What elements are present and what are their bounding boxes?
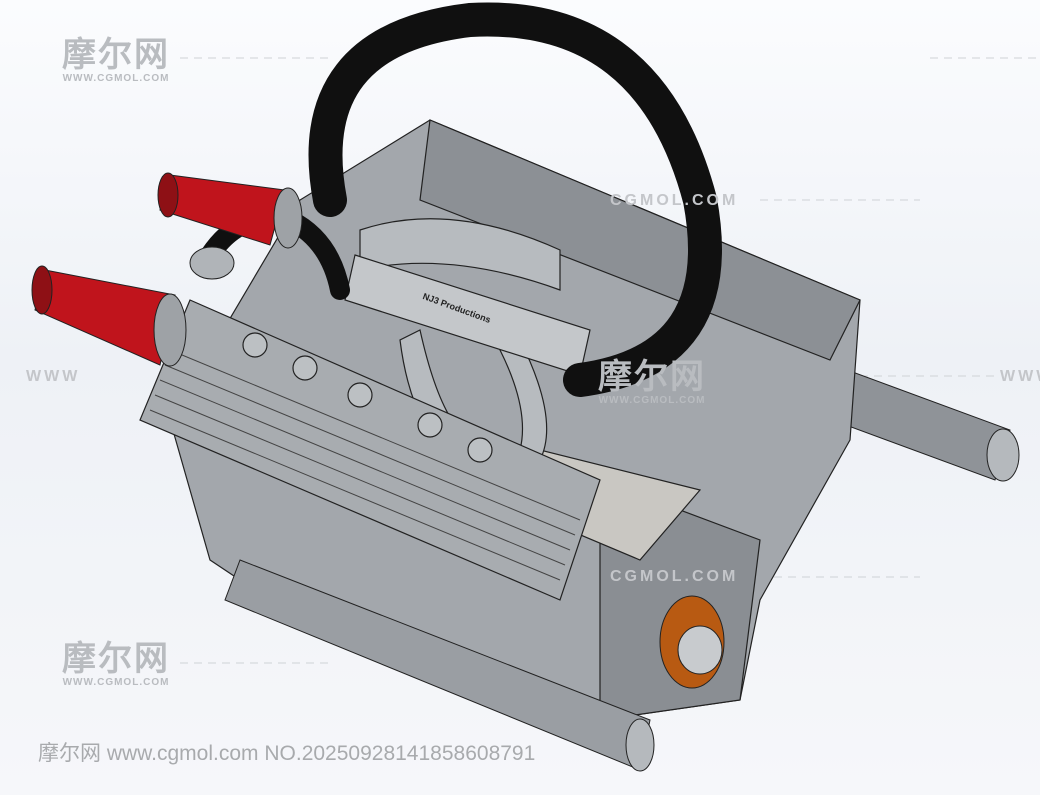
- watermark-mid-bottom: CGMOL.COM: [610, 568, 739, 585]
- watermark-edge-left: WWW: [26, 368, 81, 385]
- watermark-logo-bottom-left: 摩尔网 WWW.CGMOL.COM: [62, 642, 170, 688]
- footer-watermark: 摩尔网 www.cgmol.com NO.2025092814185860879…: [38, 742, 536, 765]
- valve-cover: [139, 299, 601, 601]
- watermark-logo-sub: WWW.CGMOL.COM: [62, 677, 170, 688]
- watermark-edge-right: WWW: [1000, 368, 1040, 385]
- exhaust-pipe-bottom: [224, 559, 655, 772]
- air-filter-bottom: [31, 265, 187, 367]
- crank-pulley: [659, 595, 725, 689]
- watermark-logo-text: 摩尔网: [62, 36, 170, 74]
- watermark-logo-top-left: 摩尔网 WWW.CGMOL.COM: [62, 38, 170, 84]
- watermark-logo-center: 摩尔网 WWW.CGMOL.COM: [598, 360, 706, 406]
- watermark-logo-text: 摩尔网: [62, 640, 170, 678]
- watermark-logo-sub: WWW.CGMOL.COM: [62, 73, 170, 84]
- watermark-mid-top: CGMOL.COM: [610, 192, 739, 209]
- watermark-logo-sub: WWW.CGMOL.COM: [598, 395, 706, 406]
- air-filter-top: [157, 172, 303, 249]
- watermark-logo-text: 摩尔网: [598, 358, 706, 396]
- radiator-cap: [189, 246, 235, 280]
- watermark-dashes: [180, 57, 1040, 664]
